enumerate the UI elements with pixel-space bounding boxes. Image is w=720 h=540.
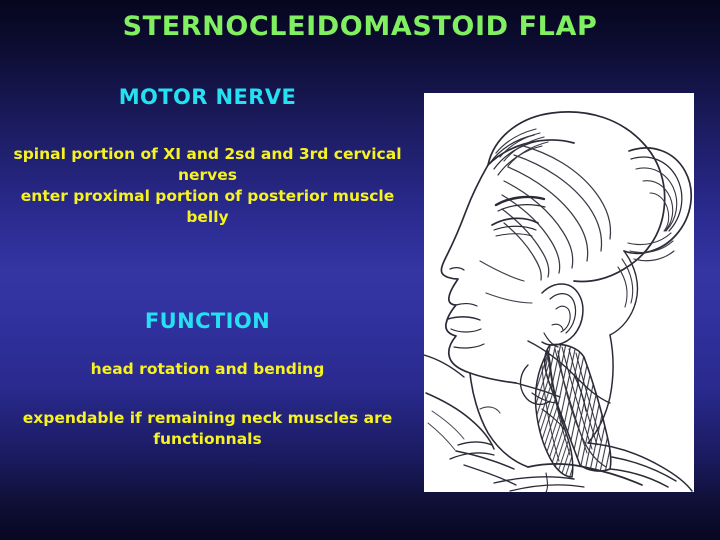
section-body-function-expendable: expendable if remaining neck muscles are… [22,409,393,448]
sternocleidomastoid-anatomy-drawing [424,111,693,492]
section-body-function-rotation: head rotation and bending [90,360,325,378]
section-heading-function: FUNCTION [144,309,271,333]
page-title: STERNOCLEIDOMASTOID FLAP [122,11,598,42]
section-body-motor-nerve: spinal portion of XI and 2sd and 3rd cer… [13,145,402,226]
content-text-column: MOTOR NERVE spinal portion of XI and 2sd… [0,84,415,450]
section-heading-motor-nerve: MOTOR NERVE [118,85,297,109]
anatomy-illustration-panel [424,93,694,492]
